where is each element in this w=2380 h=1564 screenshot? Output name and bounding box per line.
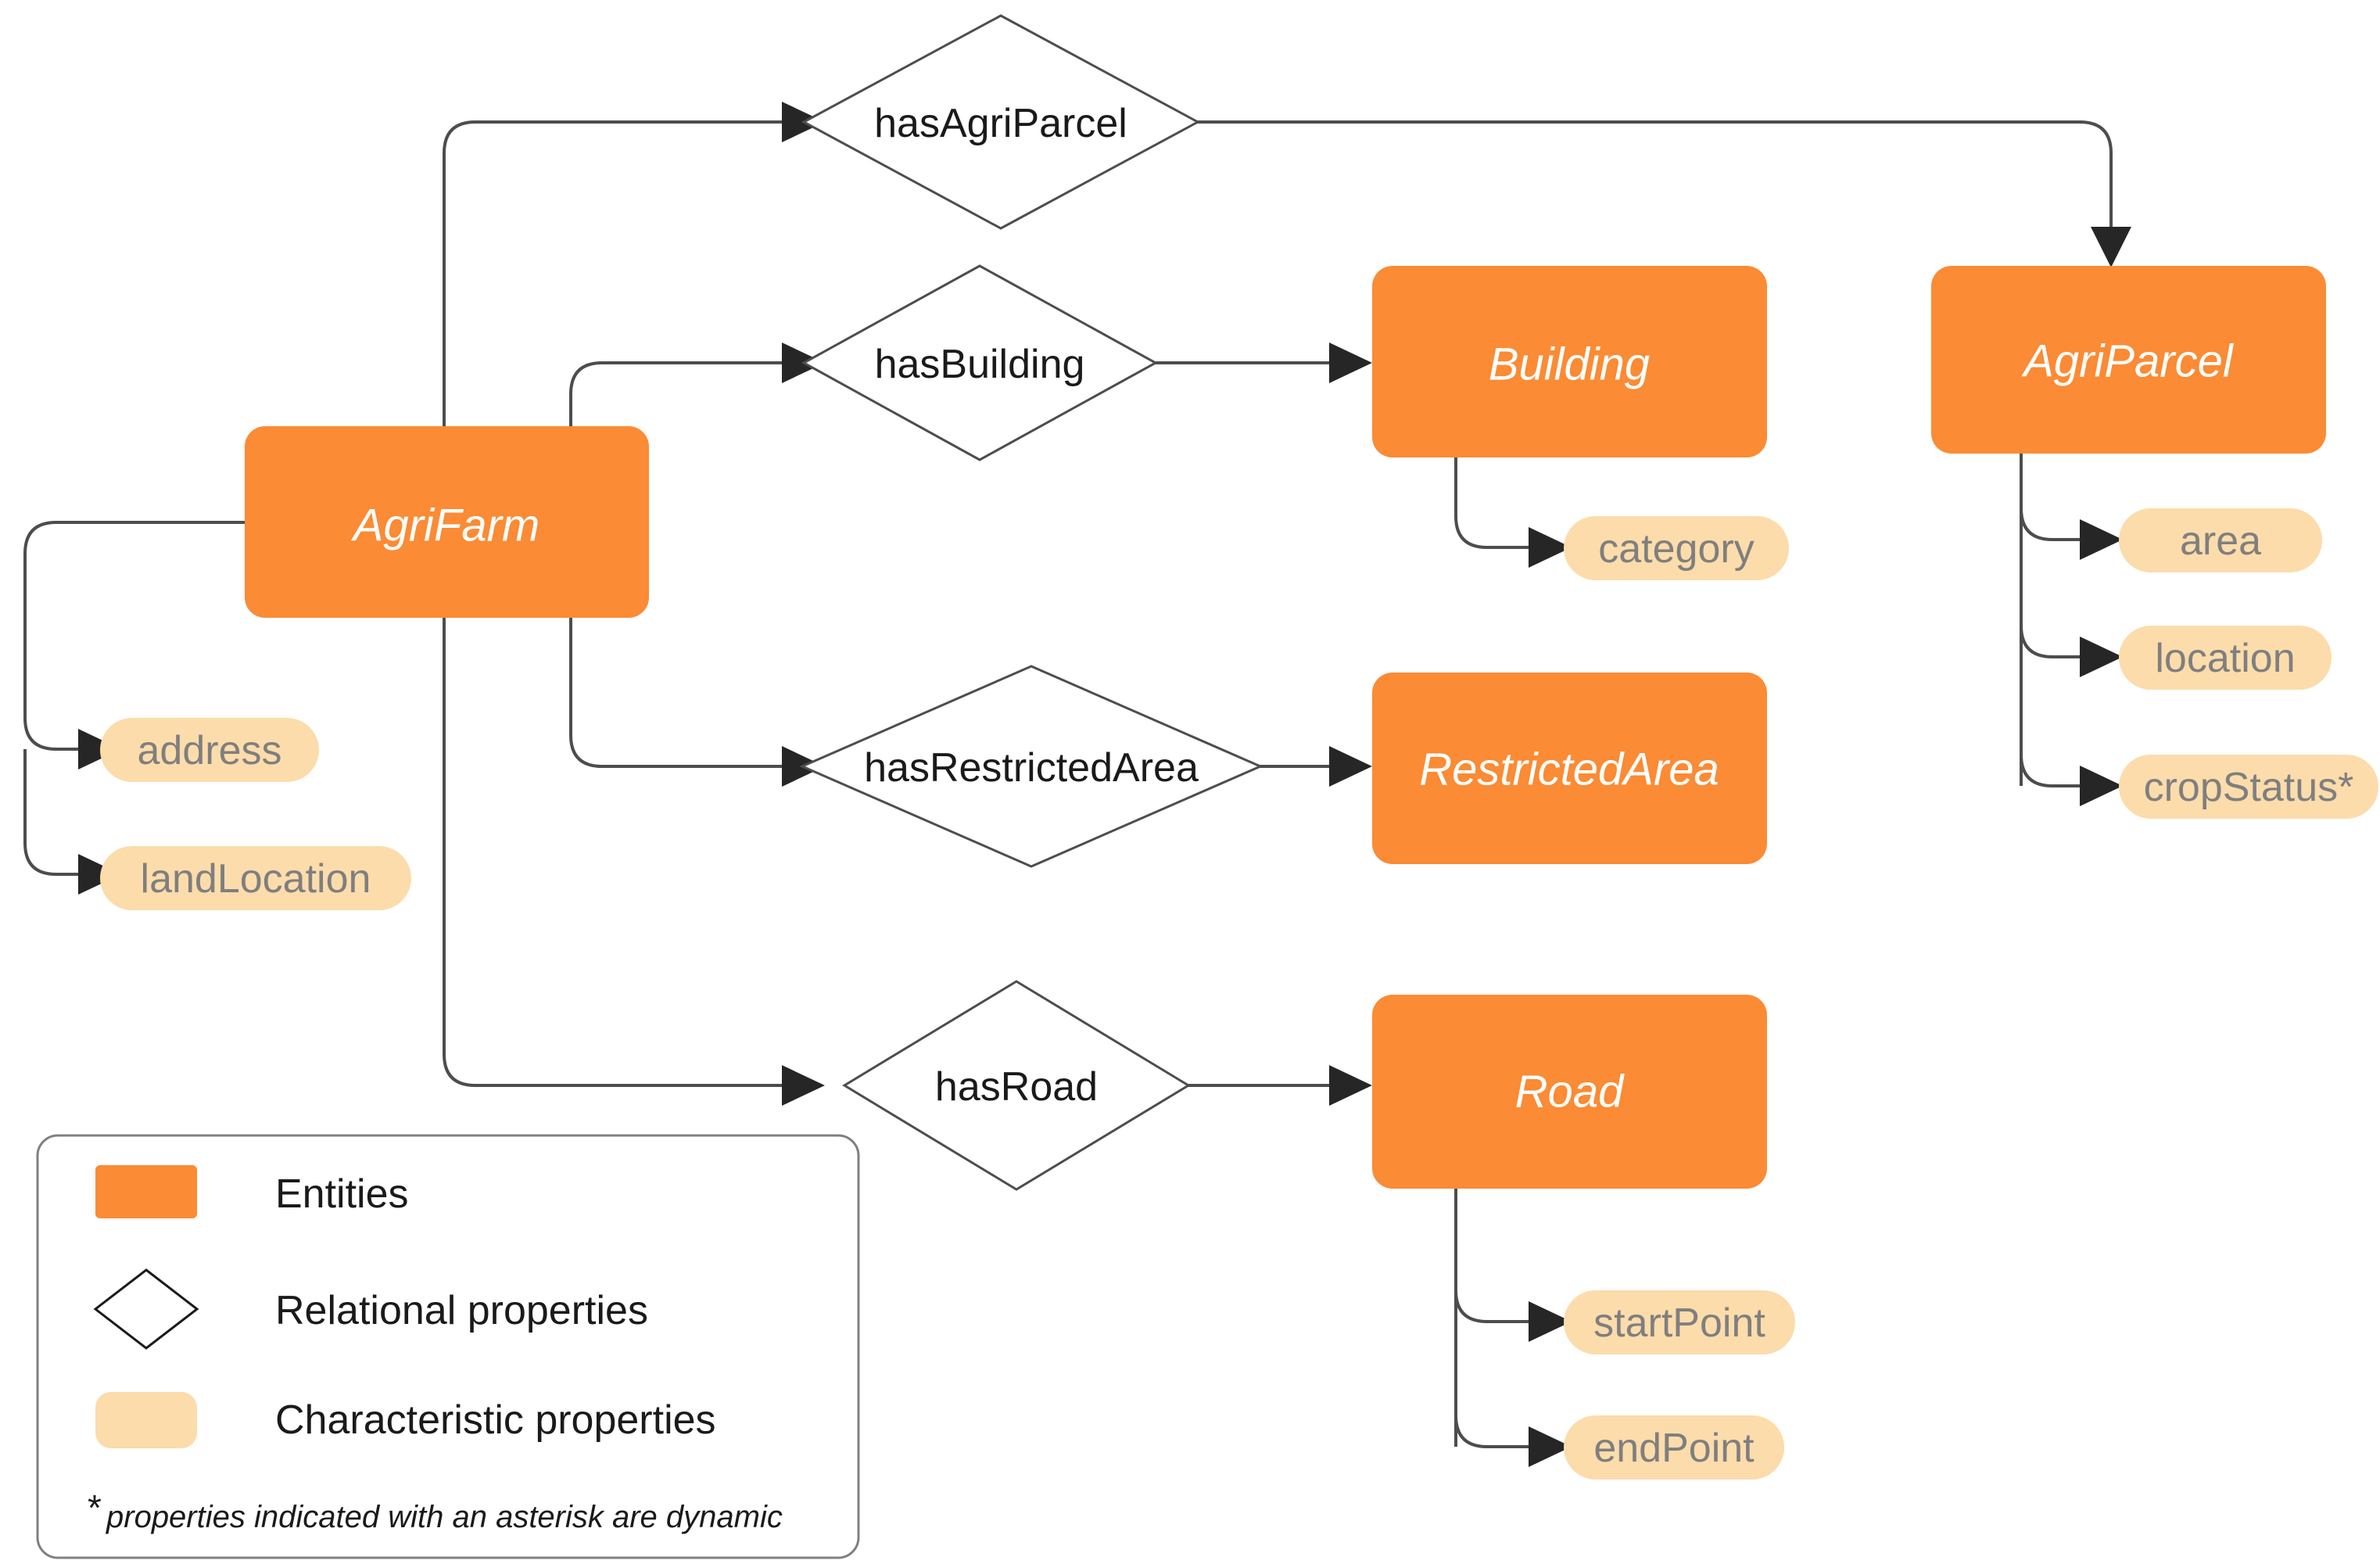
entity-road[interactable]: Road — [1372, 995, 1767, 1189]
connector-agrifarm-to-hasroad — [443, 618, 782, 1087]
arrowhead-cropstatus-in — [2080, 766, 2123, 806]
relation-hasroad-label: hasRoad — [935, 1064, 1098, 1110]
property-cropstatus[interactable]: cropStatus* — [2119, 755, 2378, 819]
arrowhead-road-in — [1329, 1065, 1372, 1106]
property-startpoint-label: startPoint — [1593, 1300, 1765, 1346]
property-landlocation-label: landLocation — [141, 856, 371, 902]
entity-road-label: Road — [1515, 1067, 1625, 1117]
relation-hasroad[interactable]: hasRoad — [842, 980, 1191, 1191]
property-area[interactable]: area — [2119, 508, 2322, 572]
entity-agrifarm-box[interactable] — [245, 426, 649, 618]
connector-agriparcel-to-area — [2020, 508, 2080, 541]
property-category-label: category — [1598, 526, 1754, 572]
property-endpoint-pill[interactable] — [1564, 1415, 1784, 1480]
property-location-label: location — [2155, 636, 2295, 681]
connector-agrifarm-to-address — [23, 521, 245, 751]
connector-agrifarm-to-hasagriparcel — [443, 120, 782, 426]
entity-building-label: Building — [1489, 339, 1650, 390]
entity-restrictedarea[interactable]: RestrictedArea — [1372, 673, 1767, 864]
arrowhead-address-in — [78, 729, 121, 769]
arrowhead-landlocation-in — [78, 854, 121, 895]
property-cropstatus-pill[interactable] — [2119, 755, 2378, 819]
relation-hasrestrictedarea-diamond[interactable] — [799, 665, 1263, 868]
legend-relational-diamond-icon — [93, 1268, 199, 1350]
connector-agrifarm-to-landlocation — [23, 749, 78, 876]
relation-hasagriparcel-label: hasAgriParcel — [874, 101, 1127, 146]
relation-hasagriparcel[interactable]: hasAgriParcel — [801, 14, 1201, 230]
relation-hasbuilding[interactable]: hasBuilding — [801, 264, 1159, 461]
connector-agriparcel-to-location — [2020, 625, 2080, 658]
entity-building[interactable]: Building — [1372, 266, 1767, 457]
property-address-pill[interactable] — [100, 718, 319, 782]
relation-hasrestrictedarea-label: hasRestrictedArea — [864, 745, 1199, 791]
legend-note-text: properties indicated with an asterisk ar… — [106, 1500, 783, 1534]
entity-restrictedarea-label: RestrictedArea — [1419, 744, 1719, 795]
legend-relational-label: Relational properties — [275, 1288, 648, 1333]
property-address[interactable]: address — [100, 718, 319, 782]
legend-characteristic-label: Characteristic properties — [275, 1397, 716, 1443]
property-startpoint[interactable]: startPoint — [1564, 1290, 1795, 1354]
legend-characteristic-pill-icon — [95, 1392, 197, 1448]
arrowhead-endpoint-in — [1529, 1426, 1572, 1467]
entity-agriparcel-box[interactable] — [1931, 266, 2326, 454]
entity-agriparcel[interactable]: AgriParcel — [1931, 266, 2326, 454]
legend-note-asterisk: * — [88, 1487, 102, 1528]
connector-agrifarm-to-hasrestrictedarea — [569, 618, 782, 768]
arrowhead-startpoint-in — [1529, 1301, 1572, 1342]
relation-hasbuilding-diamond[interactable] — [801, 264, 1159, 461]
arrowhead-category-in — [1529, 527, 1572, 568]
legend-container — [36, 1134, 860, 1559]
property-landlocation-pill[interactable] — [100, 846, 411, 910]
property-category[interactable]: category — [1564, 516, 1789, 580]
entity-agriparcel-label: AgriParcel — [2021, 336, 2235, 387]
connector-agriparcel-to-cropstatus — [2020, 754, 2080, 787]
entity-road-box[interactable] — [1372, 995, 1767, 1189]
entity-building-box[interactable] — [1372, 266, 1767, 457]
arrowhead-building-in — [1329, 343, 1372, 383]
arrowhead-agriparcel-in — [2091, 227, 2131, 267]
arrowhead-restrictedarea-in — [1329, 746, 1372, 787]
property-category-pill[interactable] — [1564, 516, 1789, 580]
relation-hasagriparcel-diamond[interactable] — [801, 14, 1201, 230]
entity-restrictedarea-box[interactable] — [1372, 673, 1767, 864]
arrowhead-location-in — [2080, 637, 2123, 677]
connector-building-to-category — [1454, 457, 1529, 549]
property-cropstatus-label: cropStatus* — [2144, 765, 2354, 810]
legend: Entities Relational properties Character… — [36, 1134, 860, 1559]
property-area-pill[interactable] — [2119, 508, 2322, 572]
property-location-pill[interactable] — [2119, 626, 2332, 690]
legend-entity-swatch-icon — [95, 1165, 197, 1218]
connector-agrifarm-to-hasbuilding — [569, 361, 782, 426]
relation-hasrestrictedarea[interactable]: hasRestrictedArea — [799, 665, 1263, 868]
property-endpoint-label: endPoint — [1593, 1426, 1755, 1471]
connector-hasagriparcel-to-agriparcel — [1196, 120, 2113, 227]
relation-hasroad-diamond[interactable] — [842, 980, 1191, 1191]
legend-entity-label: Entities — [275, 1171, 409, 1217]
property-endpoint[interactable]: endPoint — [1564, 1415, 1784, 1480]
entity-agrifarm-label: AgriFarm — [351, 500, 539, 551]
property-area-label: area — [2180, 518, 2261, 564]
property-startpoint-pill[interactable] — [1564, 1290, 1795, 1354]
arrowhead-hasroad-in — [782, 1065, 825, 1106]
connector-road-to-endpoint — [1454, 1415, 1529, 1448]
connector-road-to-startpoint — [1454, 1290, 1529, 1323]
relation-hasbuilding-label: hasBuilding — [875, 342, 1085, 387]
property-location[interactable]: location — [2119, 626, 2332, 690]
entity-agrifarm[interactable]: AgriFarm — [245, 426, 649, 618]
arrowhead-area-in — [2080, 519, 2123, 560]
property-address-label: address — [138, 728, 282, 773]
property-landlocation[interactable]: landLocation — [100, 846, 411, 910]
